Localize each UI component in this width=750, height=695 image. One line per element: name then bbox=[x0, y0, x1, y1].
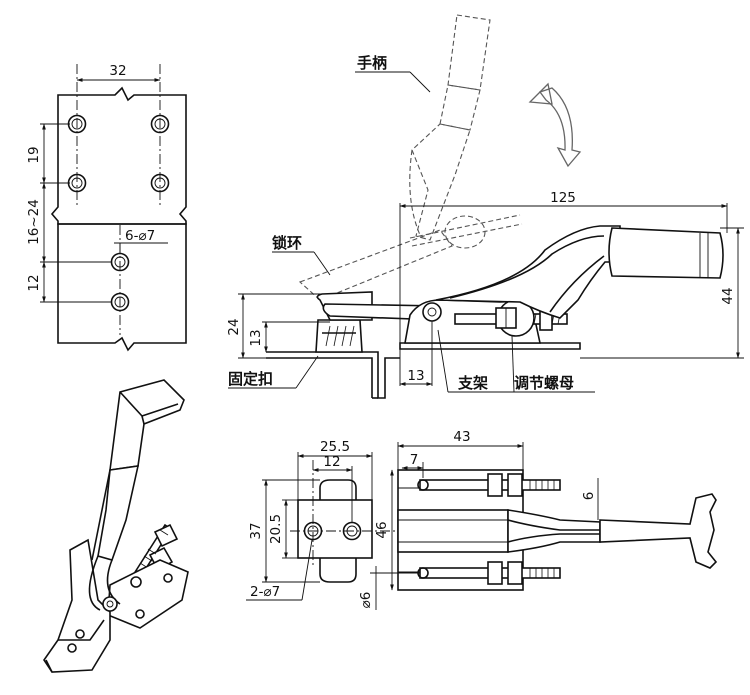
dim-13-vertical: 13 bbox=[248, 329, 264, 346]
side-view: 125 44 24 13 13 手柄 锁环 固定扣 支架 bbox=[226, 14, 744, 399]
dim-44: 44 bbox=[720, 287, 736, 304]
dim-12: 12 bbox=[26, 274, 42, 291]
dim-20-5: 20.5 bbox=[268, 514, 284, 544]
handle-arm bbox=[435, 225, 621, 319]
label-lock-ring: 锁环 bbox=[272, 234, 302, 252]
dim-43: 43 bbox=[453, 429, 470, 445]
pivot-pin bbox=[422, 302, 442, 322]
dim-13-horizontal: 13 bbox=[407, 368, 424, 384]
dim-16-24: 16~24 bbox=[26, 199, 42, 245]
plate-outline-upper bbox=[50, 86, 187, 225]
mount-hole bbox=[150, 114, 170, 134]
handle-t bbox=[599, 493, 718, 569]
dim-rod-dia: ⌀6 bbox=[358, 592, 374, 609]
dim-46: 46 bbox=[374, 521, 390, 538]
open-position-ghost bbox=[298, 14, 523, 301]
nut bbox=[507, 473, 523, 497]
mount-holes-label: 6-⌀7 bbox=[125, 228, 155, 244]
dim-25-5: 25.5 bbox=[320, 439, 350, 455]
isometric-view bbox=[43, 379, 189, 673]
center-arm bbox=[397, 509, 509, 553]
dim-6: 6 bbox=[581, 492, 597, 501]
mount-hole bbox=[150, 173, 170, 193]
dim-24: 24 bbox=[226, 318, 242, 335]
base-plate bbox=[399, 342, 581, 350]
label-adjust-nut: 调节螺母 bbox=[514, 374, 574, 392]
hole-pattern-view: 32 19 16~24 12 6-⌀7 bbox=[26, 63, 187, 352]
nut bbox=[487, 473, 503, 497]
dim-32: 32 bbox=[109, 63, 126, 79]
label-handle: 手柄 bbox=[357, 54, 387, 72]
dim-19: 19 bbox=[26, 146, 42, 163]
dim-7: 7 bbox=[410, 452, 419, 468]
mounting-surface bbox=[266, 351, 400, 399]
dim-12-top: 12 bbox=[323, 454, 340, 470]
base-holes-label: 2-⌀7 bbox=[250, 584, 280, 600]
iso-buckle bbox=[43, 538, 111, 673]
dim-37: 37 bbox=[248, 522, 264, 539]
curved-arrow-icon bbox=[528, 82, 582, 168]
label-fixed-buckle: 固定扣 bbox=[228, 370, 273, 388]
iso-bracket bbox=[107, 559, 189, 629]
loop-top bbox=[319, 479, 357, 500]
plate-outline-lower bbox=[57, 223, 187, 352]
handle-grip bbox=[608, 227, 724, 279]
dim-125: 125 bbox=[550, 190, 576, 206]
nut bbox=[507, 561, 523, 585]
top-view: 25.5 12 43 7 37 20.5 46 ⌀6 6 bbox=[246, 429, 718, 610]
nut bbox=[487, 561, 503, 585]
label-bracket: 支架 bbox=[457, 374, 488, 392]
base-hole bbox=[342, 521, 362, 541]
